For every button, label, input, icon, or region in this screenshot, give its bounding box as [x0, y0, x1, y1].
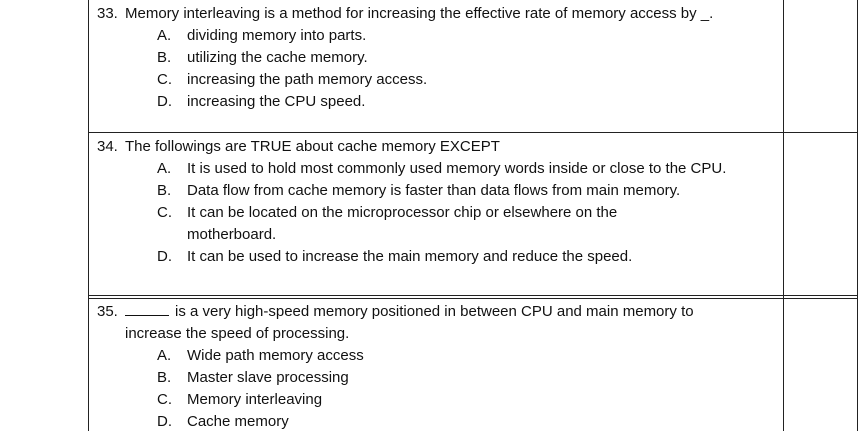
question-number: 35.	[97, 303, 118, 320]
question-33: 33. Memory interleaving is a method for i…	[97, 3, 781, 113]
option-letter: B.	[157, 182, 172, 199]
question-34: 34. The followings are TRUE about cache m…	[97, 136, 781, 268]
option-b: B. utilizing the cache memory.	[97, 47, 781, 69]
option-text: increasing the path memory access.	[187, 71, 428, 88]
option-text: utilizing the cache memory.	[187, 49, 368, 66]
row-divider-double	[89, 298, 857, 299]
question-table: 33. Memory interleaving is a method for i…	[88, 0, 858, 431]
option-text: Master slave processing	[187, 369, 349, 386]
option-a: A. Wide path memory access	[97, 345, 781, 367]
option-letter: B.	[157, 369, 172, 386]
option-text: It can be located on the microprocessor …	[187, 204, 618, 221]
option-c: C. increasing the path memory access.	[97, 69, 781, 91]
question-number: 33.	[97, 5, 118, 22]
question-stem: 35. is a very high-speed memory positione…	[97, 301, 781, 323]
question-stem: 34. The followings are TRUE about cache m…	[97, 136, 781, 158]
option-a: A. It is used to hold most commonly used …	[97, 158, 781, 180]
option-text: Wide path memory access	[187, 347, 364, 364]
option-d: D. It can be used to increase the main me…	[97, 246, 781, 268]
fill-in-blank	[125, 301, 169, 316]
option-letter: A.	[157, 160, 172, 177]
question-stem-continuation: increase the speed of processing.	[125, 325, 350, 342]
option-text: It can be used to increase the main memo…	[187, 248, 633, 265]
option-c: C. It can be located on the microprocesso…	[97, 202, 781, 224]
option-letter: C.	[157, 391, 172, 408]
option-d: D. increasing the CPU speed.	[97, 91, 781, 113]
question-text: The followings are TRUE about cache memo…	[125, 138, 500, 155]
row-divider	[89, 132, 857, 133]
option-letter: C.	[157, 71, 172, 88]
option-letter: D.	[157, 93, 172, 110]
option-text: Memory interleaving	[187, 391, 323, 408]
question-number: 34.	[97, 138, 118, 155]
option-text: motherboard.	[187, 226, 277, 243]
option-c-continuation: motherboard.	[97, 224, 781, 246]
option-letter: A.	[157, 347, 172, 364]
question-text: is a very high-speed memory positioned i…	[175, 303, 694, 320]
option-text: Data flow from cache memory is faster th…	[187, 182, 681, 199]
option-d: D. Cache memory	[97, 411, 781, 433]
option-text: It is used to hold most commonly used me…	[187, 160, 727, 177]
row-divider	[89, 295, 857, 296]
question-35: 35. is a very high-speed memory positione…	[97, 301, 781, 433]
option-b: B. Master slave processing	[97, 367, 781, 389]
option-letter: D.	[157, 248, 172, 265]
option-text: Cache memory	[187, 413, 289, 430]
option-letter: A.	[157, 27, 172, 44]
answer-column-divider	[783, 0, 784, 431]
option-letter: C.	[157, 204, 172, 221]
option-c: C. Memory interleaving	[97, 389, 781, 411]
question-stem: 33. Memory interleaving is a method for i…	[97, 3, 781, 25]
option-a: A. dividing memory into parts.	[97, 25, 781, 47]
option-text: dividing memory into parts.	[187, 27, 367, 44]
option-letter: B.	[157, 49, 172, 66]
option-text: increasing the CPU speed.	[187, 93, 366, 110]
question-text: Memory interleaving is a method for incr…	[125, 5, 714, 22]
option-b: B. Data flow from cache memory is faster …	[97, 180, 781, 202]
option-letter: D.	[157, 413, 172, 430]
